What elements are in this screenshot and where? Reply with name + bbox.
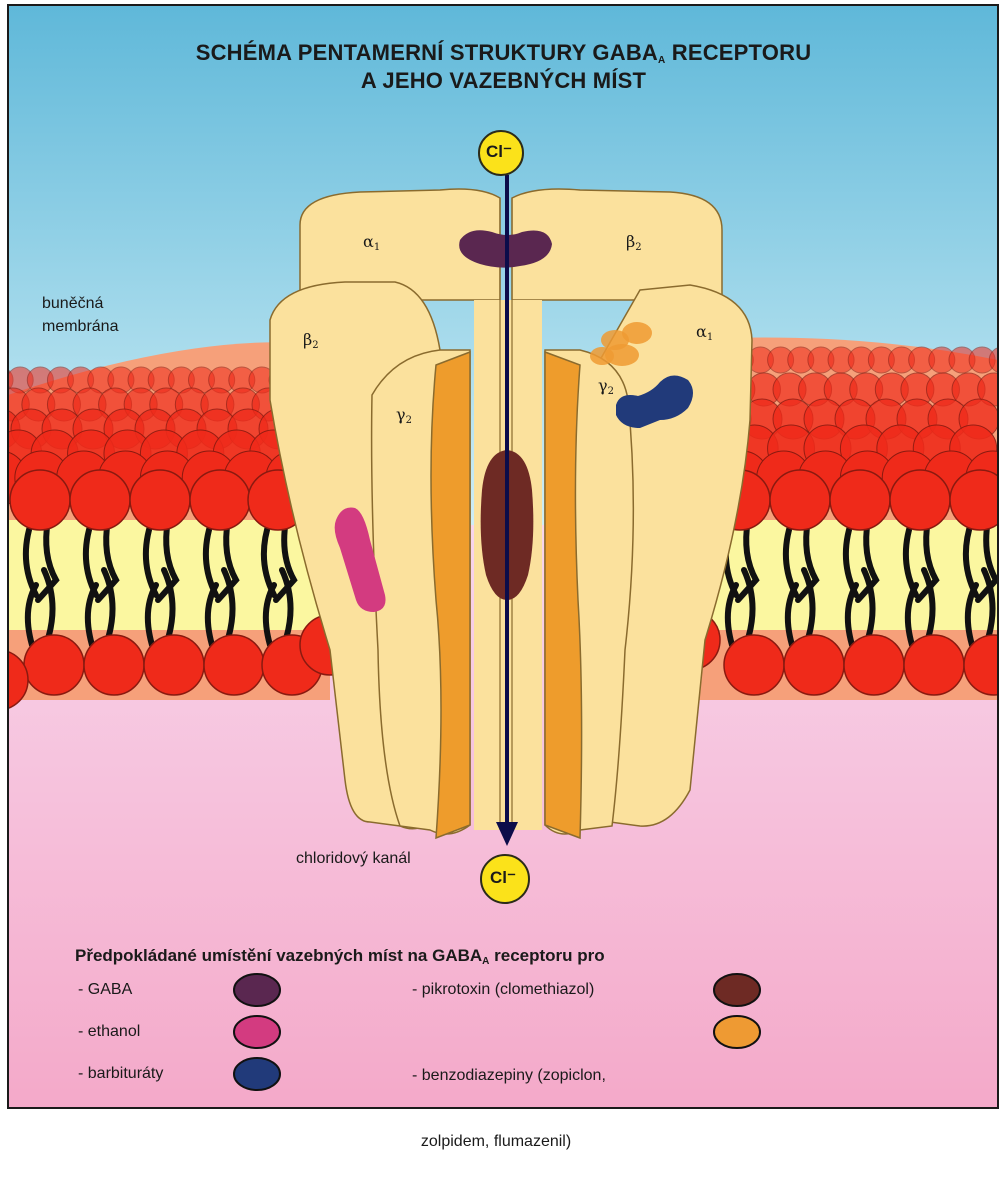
lipid-head [724, 635, 784, 695]
lipid-head [144, 635, 204, 695]
legend-item-picrotoxin: - pikrotoxin (clomethiazol) [412, 979, 594, 1001]
subunit-label-gamma2-right: γ2 [598, 376, 614, 397]
legend-item-barbiturates: - barbituráty [78, 1063, 163, 1085]
lipid-head [70, 470, 130, 530]
legend-swatch-gaba [234, 974, 280, 1006]
receptor-diagram: SCHÉMA PENTAMERNÍ STRUKTURY GABAA RECEPT… [0, 0, 1007, 1113]
lipid-head [770, 470, 830, 530]
legend-item-benzodiazepines: - benzodiazepiny (zopiclon, zolpidem, fl… [412, 1021, 606, 1197]
membrane-label-line2: membrána [42, 315, 118, 338]
diagram-title-line2: A JEHO VAZEBNÝCH MÍST [0, 68, 1007, 94]
legend-swatch-barbiturates [234, 1058, 280, 1090]
legend-swatch-ethanol [234, 1016, 280, 1048]
membrane-label: buněčná membrána [42, 292, 118, 338]
lipid-head [190, 470, 250, 530]
lipid-head [844, 635, 904, 695]
lipid-head [204, 635, 264, 695]
diagram-title-line1: SCHÉMA PENTAMERNÍ STRUKTURY GABAA RECEPT… [0, 40, 1007, 66]
legend-item-gaba: - GABA [78, 979, 132, 1001]
lipid-head [784, 635, 844, 695]
lipid-head [130, 470, 190, 530]
lipid-head [890, 470, 950, 530]
channel-label: chloridový kanál [296, 850, 411, 868]
legend-swatch-picrotoxin [714, 974, 760, 1006]
subunit-label-gamma2-left: γ2 [396, 405, 412, 426]
subunit-label-alpha1-right: α1 [696, 322, 713, 343]
lipid-head [904, 635, 964, 695]
subunit-gamma2-left [372, 350, 470, 838]
lipid-head [10, 470, 70, 530]
membrane-label-line1: buněčná [42, 292, 118, 315]
chloride-ion-top-label: Cl⁻ [486, 142, 512, 162]
chloride-ion-bottom-label: Cl⁻ [490, 868, 516, 888]
lipid-head [84, 635, 144, 695]
lipid-head [24, 635, 84, 695]
lipid-head [830, 470, 890, 530]
legend-swatch-benzodiazepines [714, 1016, 760, 1048]
legend-title: Předpokládané umístění vazebných míst na… [75, 946, 605, 967]
subunit-label-beta2-left: β2 [303, 330, 319, 351]
subunit-label-alpha1-left: α1 [363, 232, 380, 253]
legend-item-ethanol: - ethanol [78, 1021, 140, 1043]
subunit-label-beta2-top: β2 [626, 232, 642, 253]
